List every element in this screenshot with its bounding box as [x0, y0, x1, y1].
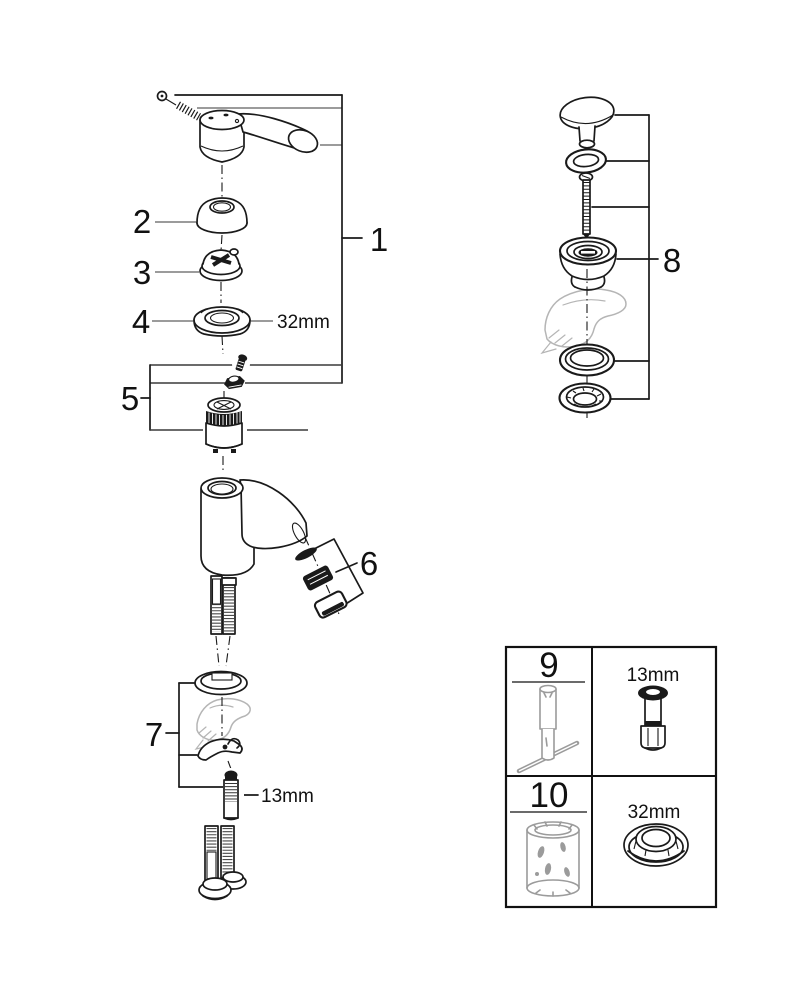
cartridge-retainer-illustration [199, 248, 243, 282]
callout-bracket-7 [165, 682, 225, 788]
tool-9-wrench-illustration [516, 684, 580, 774]
callout-2-label: 2 [133, 203, 151, 240]
ghost-sink-section-right [540, 288, 627, 355]
tool-9-label: 9 [539, 646, 558, 685]
cartridge-illustration [203, 397, 247, 454]
tool-10-socket-illustration [526, 821, 580, 897]
handle-cap-illustration [196, 197, 248, 234]
tool-13mm-socket-illustration [638, 685, 668, 751]
drain-flange-illustration [558, 236, 618, 291]
callout-8-label: 8 [663, 242, 681, 279]
tool-32mm-label: 32mm [628, 802, 681, 823]
tool-13mm-label: 13mm [627, 665, 680, 686]
lever-handle-illustration [199, 109, 319, 163]
cap-ring-illustration [193, 306, 251, 337]
callout-3-label: 3 [133, 254, 151, 291]
callout-6-label: 6 [360, 545, 378, 582]
callout-1-label: 1 [370, 221, 388, 258]
callout-bracket-8 [591, 114, 659, 400]
tool-10-label: 10 [530, 776, 569, 815]
mounting-clamp-illustration [197, 737, 243, 761]
tool-32mm-ring-illustration [623, 823, 689, 867]
mounting-stud-illustration [223, 768, 244, 822]
drain-o-ring-illustration [565, 148, 607, 174]
dimension-32mm-label: 32mm [277, 312, 330, 333]
dimension-13mm-label: 13mm [261, 786, 314, 807]
supply-hoses-illustration [198, 825, 247, 901]
drain-screw-illustration [578, 172, 594, 239]
drain-nut-illustration [558, 382, 612, 414]
faucet-body-illustration [200, 477, 308, 635]
callout-bracket-6 [309, 538, 364, 608]
drain-plug-cap-illustration [559, 96, 615, 149]
grub-screw-illustration [232, 354, 250, 373]
callout-7-label: 7 [145, 716, 163, 753]
escutcheon-ring-illustration [194, 670, 248, 696]
callout-5-label: 5 [121, 380, 139, 417]
leader-lines-2-3-4 [152, 221, 273, 322]
drain-washer-illustration [558, 343, 616, 377]
callout-4-label: 4 [132, 303, 150, 340]
aerator-set-illustration [295, 547, 348, 619]
callout-bracket-1 [174, 94, 363, 384]
cartridge-nut-illustration [224, 373, 245, 393]
